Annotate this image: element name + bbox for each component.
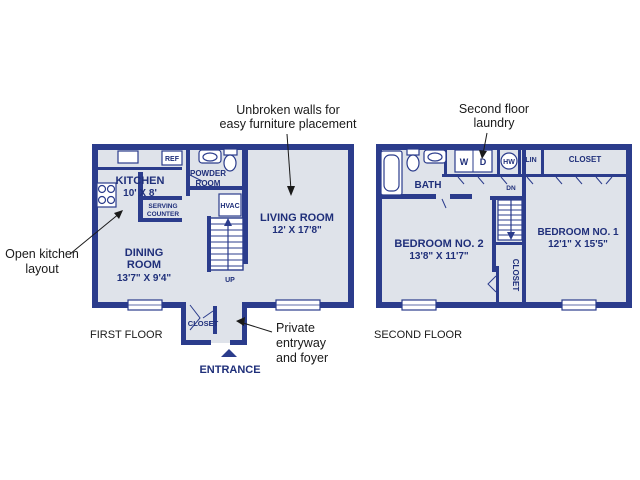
second-floor-closet-side-label: CLOSET <box>511 259 520 292</box>
kitchen-leader-line <box>69 212 121 255</box>
callout-leaders <box>69 132 488 333</box>
dn-label: DN <box>506 185 516 192</box>
second-floor-label: SECOND FLOOR <box>374 329 462 341</box>
bedroom-1-label: BEDROOM NO. 1 <box>537 227 619 238</box>
water-heater-icon <box>500 152 518 170</box>
refrigerator-icon <box>161 150 183 166</box>
first-floor-windows <box>127 299 321 311</box>
callout-kitchen-line2: layout <box>25 262 59 276</box>
kitchen-dims: 10' X 8' <box>123 188 157 199</box>
bedroom-2-label: BEDROOM NO. 2 <box>394 238 483 250</box>
bath-label: BATH <box>414 180 441 191</box>
entry-leader-line <box>239 321 273 333</box>
linen-label: LIN <box>525 157 536 164</box>
second-floor-doors <box>441 176 613 293</box>
callout-walls-line1: Unbroken walls for <box>236 103 340 117</box>
first-floor-plan: KITCHEN 10' X 8' REF SERVING COUNTER POW… <box>90 144 354 376</box>
callout-laundry-line2: laundry <box>474 116 516 130</box>
walls-leader-line <box>286 133 292 191</box>
callouts: Unbroken walls for easy furniture placem… <box>5 102 529 365</box>
callout-kitchen-line1: Open kitchen <box>5 247 79 261</box>
up-label: UP <box>225 277 235 284</box>
second-floor-walls <box>376 144 632 308</box>
second-floor-plan: W D HW LIN CLOSET BATH DN BEDROOM NO. 2 … <box>374 144 632 341</box>
kitchen-fixtures <box>96 150 183 208</box>
first-floor-label: FIRST FLOOR <box>90 329 163 341</box>
toilet-icon <box>406 148 420 156</box>
second-floor-windows <box>401 299 597 311</box>
callout-laundry-line1: Second floor <box>459 102 529 116</box>
dryer-label: D <box>480 157 487 167</box>
water-heater-label: HW <box>503 159 515 166</box>
powder-room-fixtures <box>198 148 238 172</box>
sink-icon <box>117 150 139 164</box>
callout-walls-line2: easy furniture placement <box>220 117 357 131</box>
hvac-label: HVAC <box>220 203 239 210</box>
bath-fixtures <box>380 148 447 196</box>
first-floor-doors <box>189 174 214 331</box>
bedroom-2-dims: 13'8" X 11'7" <box>409 251 469 262</box>
entrance-arrow-icon <box>221 349 237 357</box>
callout-entry-line3: and foyer <box>276 351 328 365</box>
second-floor-closet-top-label: CLOSET <box>569 155 602 164</box>
serving-counter-label-2: COUNTER <box>147 211 179 218</box>
hvac-box <box>218 193 242 217</box>
living-room-label: LIVING ROOM <box>260 212 334 224</box>
dining-room-dims: 13'7" X 9'4" <box>117 273 172 284</box>
first-floor-closet-label: CLOSET <box>188 319 219 328</box>
powder-room-label-1: POWDER <box>190 169 226 178</box>
ref-label: REF <box>165 156 180 163</box>
kitchen-label: KITCHEN <box>116 175 165 187</box>
laundry-leader-line <box>482 132 488 155</box>
door-swing-icon <box>189 174 203 182</box>
callout-entry-line1: Private <box>276 321 315 335</box>
toilet-icon <box>223 148 238 156</box>
serving-counter-label-1: SERVING <box>148 203 177 210</box>
entrance-label: ENTRANCE <box>199 364 260 376</box>
living-room-dims: 12' X 17'8" <box>272 225 322 236</box>
callout-entry-line2: entryway <box>276 336 327 350</box>
washer-label: W <box>460 157 469 167</box>
dining-room-label-2: ROOM <box>127 259 161 271</box>
bedroom-1-dims: 12'1" X 15'5" <box>548 239 608 250</box>
second-floor-stairs <box>497 198 523 241</box>
dining-room-label-1: DINING <box>125 247 164 259</box>
first-floor-stairs <box>207 216 244 272</box>
powder-room-label-2: ROOM <box>196 179 221 188</box>
